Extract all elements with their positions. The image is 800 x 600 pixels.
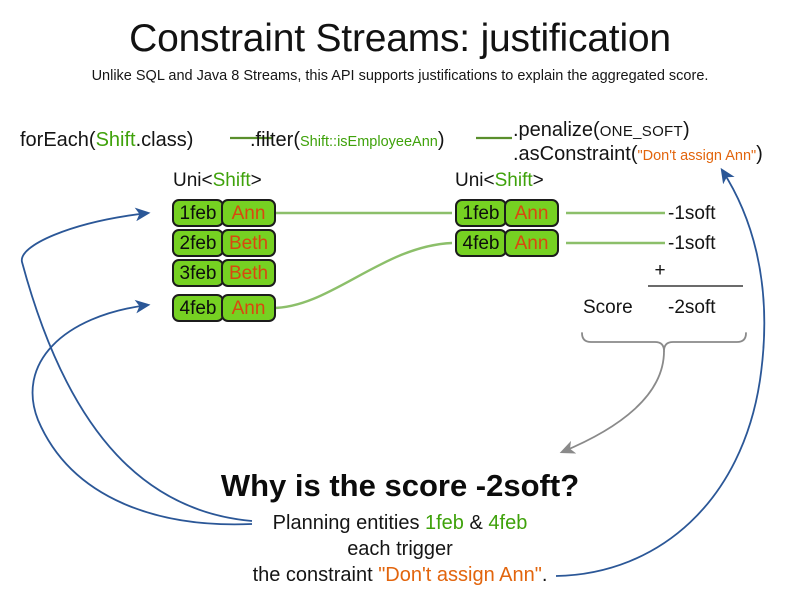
fact-employee: Ann bbox=[504, 199, 559, 227]
code-filter: .filter(Shift::isEmployeeAnn) bbox=[250, 128, 445, 154]
uni-left-type: Shift bbox=[212, 170, 251, 191]
for-each-type: Shift bbox=[95, 129, 136, 151]
explanation-line1-prefix: Planning entities bbox=[272, 512, 425, 534]
fact-row[interactable]: 2feb Beth bbox=[172, 229, 276, 257]
fact-employee: Ann bbox=[221, 294, 276, 322]
uni-label-right: Uni<Shift> bbox=[455, 170, 544, 192]
score-label: Score bbox=[583, 297, 633, 318]
for-each-call: forEach( bbox=[20, 129, 96, 151]
impact-value-2: -1soft bbox=[668, 233, 716, 254]
sum-rule-line bbox=[648, 285, 743, 287]
for-each-tail: .class) bbox=[135, 129, 194, 151]
fact-date: 4feb bbox=[172, 294, 224, 322]
as-constraint-tail: ) bbox=[756, 143, 763, 165]
explanation-constraint-name: "Don't assign Ann" bbox=[378, 564, 542, 586]
filter-arg: Shift::isEmployeeAnn bbox=[300, 134, 438, 150]
page-title: Constraint Streams: justification bbox=[129, 17, 671, 60]
sum-operator: + bbox=[654, 260, 666, 281]
explanation-amp: & bbox=[463, 512, 489, 534]
fact-date: 4feb bbox=[455, 229, 507, 257]
fact-employee: Ann bbox=[504, 229, 559, 257]
fact-employee: Beth bbox=[221, 229, 276, 257]
fact-employee: Beth bbox=[221, 259, 276, 287]
explanation-line3-suffix: . bbox=[541, 564, 548, 586]
score-explanation-arrow bbox=[559, 350, 665, 454]
uni-left-prefix: Uni< bbox=[173, 170, 213, 191]
fact-row[interactable]: 1feb Ann bbox=[172, 199, 276, 227]
fact-date: 1feb bbox=[172, 199, 224, 227]
explanation-entity-1feb: 1feb bbox=[425, 512, 464, 534]
code-for-each: forEach(Shift.class) bbox=[20, 128, 193, 152]
justification-arrow-1feb bbox=[21, 207, 253, 522]
as-constraint-arg: "Don't assign Ann" bbox=[637, 148, 757, 164]
fact-date: 3feb bbox=[172, 259, 224, 287]
fact-row[interactable]: 4feb Ann bbox=[172, 294, 276, 322]
fact-date: 1feb bbox=[455, 199, 507, 227]
uni-label-left: Uni<Shift> bbox=[173, 170, 262, 192]
as-constraint-call: .asConstraint( bbox=[513, 143, 638, 165]
explanation-line-1: Planning entities 1feb & 4feb bbox=[0, 511, 800, 535]
impact-value-1: -1soft bbox=[668, 203, 716, 224]
fact-row[interactable]: 4feb Ann bbox=[455, 229, 559, 257]
explanation-entity-4feb: 4feb bbox=[488, 512, 528, 534]
explanation-line3-prefix: the constraint bbox=[252, 564, 379, 586]
stream-connector-4feb bbox=[271, 241, 453, 310]
penalize-arg: ONE_SOFT bbox=[599, 123, 683, 140]
explanation-line-2: each trigger bbox=[347, 538, 453, 560]
fact-employee: Ann bbox=[221, 199, 276, 227]
page-subtitle: Unlike SQL and Java 8 Streams, this API … bbox=[91, 68, 709, 84]
code-as-constraint: .asConstraint("Don't assign Ann") bbox=[513, 142, 763, 168]
fact-row[interactable]: 1feb Ann bbox=[455, 199, 559, 227]
uni-right-type: Shift bbox=[494, 170, 533, 191]
score-brace bbox=[581, 332, 747, 352]
penalize-tail: ) bbox=[682, 119, 690, 141]
uni-right-suffix: > bbox=[532, 170, 544, 191]
uni-right-prefix: Uni< bbox=[455, 170, 495, 191]
penalize-call: .penalize( bbox=[513, 119, 600, 141]
score-total: -2soft bbox=[668, 297, 716, 318]
fact-date: 2feb bbox=[172, 229, 224, 257]
justification-arrow-constraint bbox=[555, 167, 766, 577]
code-penalize: .penalize(ONE_SOFT) bbox=[513, 118, 690, 144]
justification-arrow-4feb bbox=[31, 299, 253, 526]
filter-tail: ) bbox=[437, 129, 445, 151]
explanation-heading: Why is the score -2soft? bbox=[220, 468, 580, 503]
fact-row[interactable]: 3feb Beth bbox=[172, 259, 276, 287]
uni-left-suffix: > bbox=[250, 170, 262, 191]
filter-call: .filter( bbox=[250, 129, 300, 151]
explanation-line-3: the constraint "Don't assign Ann". bbox=[0, 563, 800, 587]
